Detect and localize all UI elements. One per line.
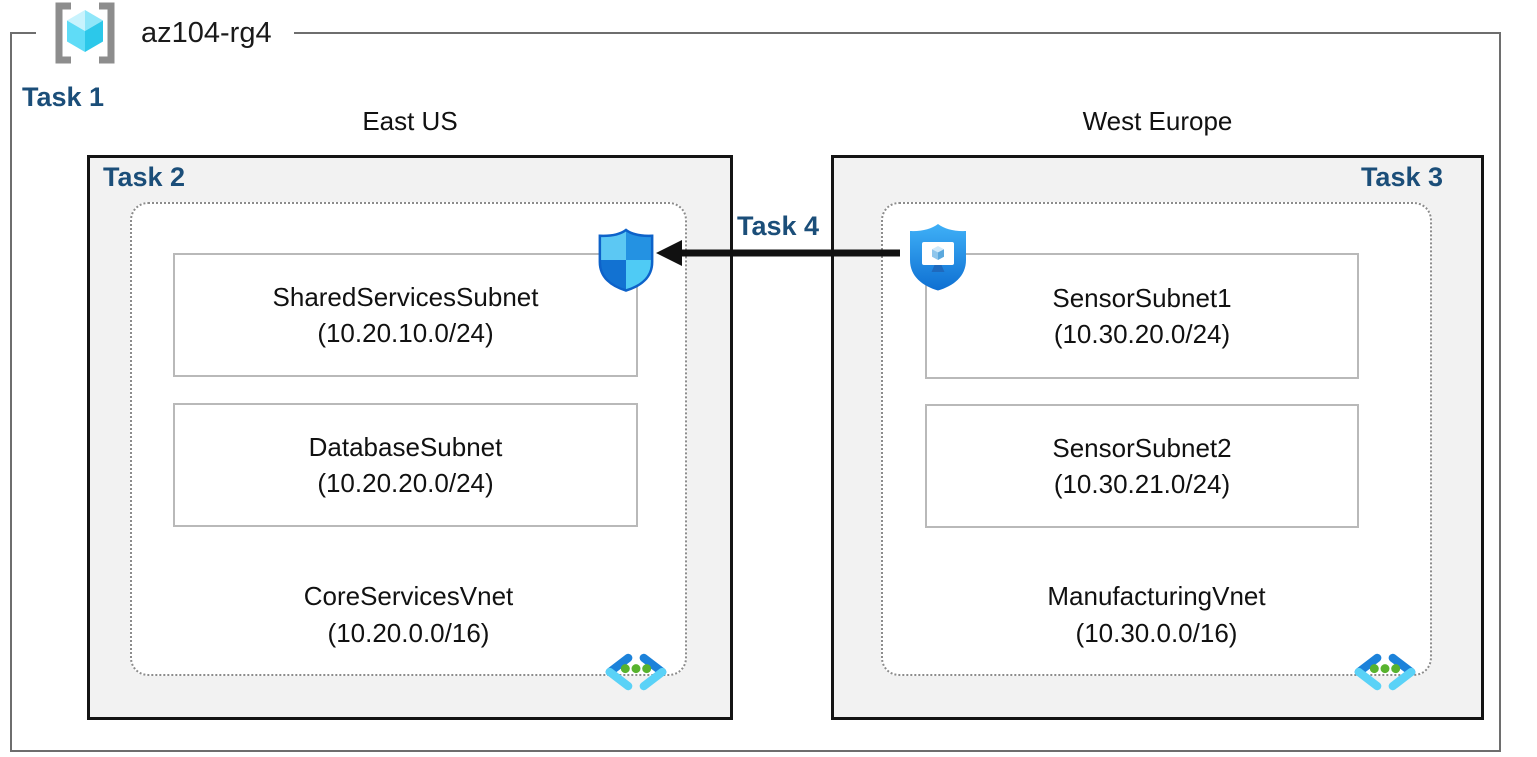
task-3-label: Task 3 <box>1360 162 1443 192</box>
resource-group-frame <box>10 32 1501 752</box>
resource-group-icon <box>55 2 115 64</box>
subnet-cidr: (10.20.20.0/24) <box>317 468 494 498</box>
subnet-box-sharedservices: SharedServicesSubnet (10.20.10.0/24) <box>173 253 638 377</box>
vnet-cidr: (10.20.0.0/16) <box>327 618 490 648</box>
subnet-name: SharedServicesSubnet <box>272 282 539 312</box>
nsg-shield-icon <box>598 228 654 292</box>
vnet-name: CoreServicesVnet <box>303 581 514 611</box>
subnet-cidr: (10.20.10.0/24) <box>317 318 494 348</box>
vnet-name: ManufacturingVnet <box>1047 581 1266 611</box>
subnet-box-database: DatabaseSubnet (10.20.20.0/24) <box>173 403 638 527</box>
subnet-cidr: (10.30.20.0/24) <box>1053 319 1231 349</box>
vnet-cidr: (10.30.0.0/16) <box>1075 618 1238 648</box>
subnet-box-sensor1: SensorSubnet1 (10.30.20.0/24) <box>925 253 1359 379</box>
region-label-west-europe: West Europe <box>1082 106 1233 136</box>
subnet-box-sensor2: SensorSubnet2 (10.30.21.0/24) <box>925 404 1359 528</box>
subnet-cidr: (10.30.21.0/24) <box>1053 469 1231 499</box>
subnet-name: DatabaseSubnet <box>308 432 503 462</box>
virtual-network-icon <box>605 653 667 691</box>
shield-monitor-icon <box>910 224 966 291</box>
resource-group-name: az104-rg4 <box>141 16 272 49</box>
task-2-label: Task 2 <box>103 162 186 192</box>
subnet-name: SensorSubnet1 <box>1052 283 1232 313</box>
task-1-label: Task 1 <box>22 82 105 112</box>
virtual-network-icon <box>1354 653 1416 691</box>
vnet-label-coreservices: CoreServicesVnet (10.20.0.0/16) <box>130 578 687 652</box>
vnet-label-manufacturing: ManufacturingVnet (10.30.0.0/16) <box>881 578 1432 652</box>
resource-group-header: az104-rg4 <box>36 0 294 66</box>
subnet-name: SensorSubnet2 <box>1052 433 1232 463</box>
region-label-east-us: East US <box>362 106 458 136</box>
task-4-label: Task 4 <box>736 211 820 241</box>
